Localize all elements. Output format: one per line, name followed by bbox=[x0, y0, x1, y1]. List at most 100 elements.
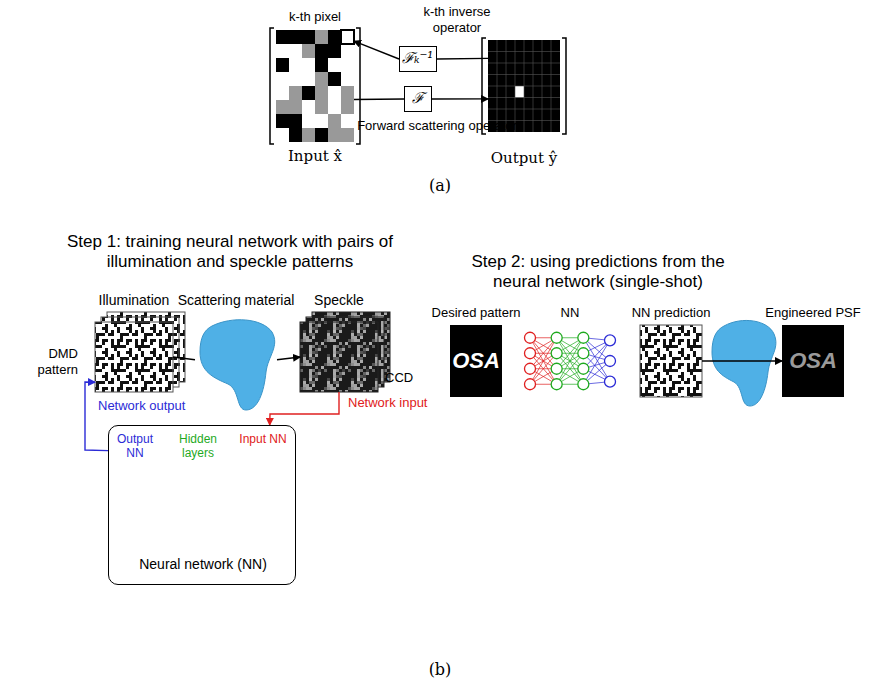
node-heading: Illumination bbox=[99, 292, 170, 308]
annotation: k-th pixel bbox=[270, 9, 360, 25]
connector bbox=[354, 41, 399, 59]
node-heading: Speckle bbox=[314, 292, 364, 308]
neuron bbox=[551, 363, 562, 374]
pixel bbox=[341, 128, 354, 142]
pixel bbox=[328, 114, 341, 128]
neuron bbox=[578, 332, 589, 343]
nn-link bbox=[530, 338, 557, 385]
pixel bbox=[289, 86, 302, 100]
pixel bbox=[276, 100, 289, 114]
neuron bbox=[525, 379, 536, 390]
pixel bbox=[302, 128, 315, 142]
annotation: k-th inverse operator bbox=[412, 4, 502, 35]
output-pixel bbox=[515, 86, 524, 98]
pixel bbox=[341, 86, 354, 100]
panel-label: (a) bbox=[420, 176, 460, 195]
image-node: Scattering material bbox=[195, 322, 277, 412]
psf-image bbox=[782, 325, 844, 397]
pixel bbox=[341, 58, 354, 72]
pixel bbox=[276, 30, 289, 44]
connector bbox=[85, 382, 108, 451]
step-title: Step 1: training neural network with pai… bbox=[30, 232, 430, 273]
pixel bbox=[289, 128, 302, 142]
node-heading: Output ŷ bbox=[491, 150, 558, 167]
neuron bbox=[525, 348, 536, 359]
pixel bbox=[328, 72, 341, 86]
image-node: Input x̂ bbox=[276, 30, 354, 142]
pixel bbox=[315, 100, 328, 114]
desired-pattern bbox=[450, 325, 502, 397]
node-heading: NN bbox=[561, 306, 580, 321]
bracket bbox=[270, 28, 274, 144]
pixel bbox=[302, 86, 315, 100]
neuron bbox=[551, 332, 562, 343]
bracket bbox=[562, 38, 566, 134]
connector bbox=[432, 98, 488, 100]
neuron bbox=[605, 376, 616, 387]
grid-line bbox=[488, 97, 560, 98]
pixel bbox=[302, 72, 315, 86]
speckle-frame bbox=[300, 322, 378, 392]
annotation: DMD pattern bbox=[18, 346, 78, 377]
pixel bbox=[315, 44, 328, 58]
dmd-frame bbox=[95, 322, 173, 392]
pixel bbox=[328, 58, 341, 72]
connector bbox=[173, 357, 195, 360]
pixel bbox=[289, 114, 302, 128]
grid-line bbox=[551, 40, 552, 132]
annotation: Input NN bbox=[238, 432, 288, 446]
pixel bbox=[289, 100, 302, 114]
neuron bbox=[551, 379, 562, 390]
nn-link bbox=[557, 338, 584, 385]
pattern-text: OSA bbox=[789, 348, 837, 373]
pixel bbox=[276, 44, 289, 58]
node-heading: Engineered PSF bbox=[765, 306, 860, 321]
nn-link bbox=[557, 338, 584, 385]
edge-label: Network output bbox=[96, 398, 187, 414]
annotation: Hidden layers bbox=[168, 432, 228, 461]
pixel bbox=[276, 72, 289, 86]
node-heading: NN prediction bbox=[632, 306, 711, 321]
operator-box: ℱₖ⁻¹ bbox=[399, 46, 437, 72]
grid-line bbox=[488, 86, 560, 87]
edge-label: Network input bbox=[346, 395, 429, 411]
neuron bbox=[578, 379, 589, 390]
image-node: Desired patternOSA bbox=[450, 325, 502, 397]
pixel bbox=[302, 30, 315, 44]
connector bbox=[270, 392, 339, 425]
pixel bbox=[328, 30, 341, 44]
neuron bbox=[578, 363, 589, 374]
pixel bbox=[302, 100, 315, 114]
pixel bbox=[328, 128, 341, 142]
pixel bbox=[302, 58, 315, 72]
neuron bbox=[605, 356, 616, 367]
pixel bbox=[315, 114, 328, 128]
pixel bbox=[276, 128, 289, 142]
pixel bbox=[276, 58, 289, 72]
pixel bbox=[302, 114, 315, 128]
pixel bbox=[341, 30, 354, 44]
connector bbox=[702, 360, 782, 361]
image-node: Illumination bbox=[95, 322, 173, 392]
node-heading: Scattering material bbox=[178, 292, 295, 308]
operator-symbol: ℱ bbox=[412, 90, 424, 107]
annotation: Forward scattering operator bbox=[350, 118, 524, 134]
pixel bbox=[276, 114, 289, 128]
grid-line bbox=[542, 40, 543, 132]
neuron bbox=[525, 332, 536, 343]
scattering-material bbox=[200, 320, 275, 410]
pixel bbox=[289, 72, 302, 86]
connector bbox=[437, 58, 488, 60]
pixel bbox=[289, 44, 302, 58]
pixel bbox=[328, 86, 341, 100]
neuron bbox=[578, 348, 589, 359]
image-node: Engineered PSFOSA bbox=[782, 325, 844, 397]
pixel bbox=[315, 30, 328, 44]
operator-box: ℱ bbox=[404, 86, 432, 112]
pixel bbox=[315, 72, 328, 86]
pixel bbox=[341, 44, 354, 58]
node-heading: Desired pattern bbox=[432, 306, 521, 321]
pixel bbox=[276, 86, 289, 100]
pixel bbox=[289, 30, 302, 44]
image-node: NN bbox=[522, 325, 618, 397]
